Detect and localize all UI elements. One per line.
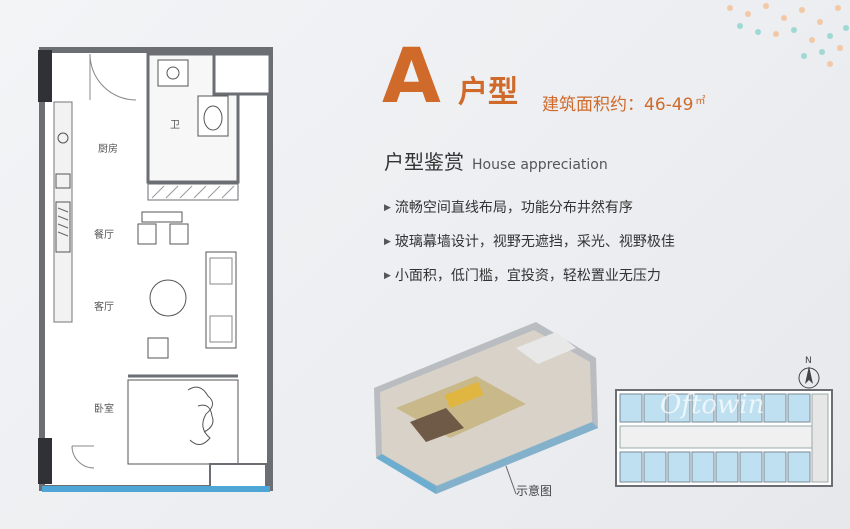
key-plan bbox=[615, 389, 833, 487]
type-letter: A bbox=[382, 31, 441, 120]
feature-item: ▶小面积，低门槛，宜投资，轻松置业无压力 bbox=[384, 266, 675, 300]
appreciation-title-cn: 户型鉴赏 bbox=[384, 150, 464, 174]
compass-label: N bbox=[805, 356, 812, 366]
feature-item: ▶玻璃幕墙设计，视野无遮挡，采光、视野极佳 bbox=[384, 232, 675, 266]
appreciation-title: 户型鉴赏 House appreciation bbox=[384, 150, 608, 177]
feature-text: 流畅空间直线布局，功能分布井然有序 bbox=[394, 200, 633, 216]
area-unit: ㎡ bbox=[695, 96, 706, 107]
bathroom-label: 卫 bbox=[170, 120, 180, 131]
feature-text: 玻璃幕墙设计，视野无遮挡，采光、视野极佳 bbox=[394, 234, 675, 250]
compass-icon: N bbox=[798, 356, 820, 389]
feature-list: ▶流畅空间直线布局，功能分布井然有序 ▶玻璃幕墙设计，视野无遮挡，采光、视野极佳… bbox=[384, 198, 675, 300]
bullet-icon: ▶ bbox=[384, 203, 391, 213]
dining-label: 餐厅 bbox=[94, 228, 114, 241]
bullet-icon: ▶ bbox=[384, 271, 391, 281]
type-word: 户型 bbox=[458, 75, 518, 110]
floor-plan: 卫 厨房 餐厅 客厅 卧室 bbox=[38, 47, 273, 492]
dot-pattern bbox=[727, 3, 849, 67]
bedroom-label: 卧室 bbox=[94, 402, 114, 415]
watermark: Oftowin bbox=[660, 390, 765, 420]
bullet-icon: ▶ bbox=[384, 237, 391, 247]
feature-item: ▶流畅空间直线布局，功能分布井然有序 bbox=[384, 198, 675, 232]
living-label: 客厅 bbox=[94, 300, 114, 313]
feature-text: 小面积，低门槛，宜投资，轻松置业无压力 bbox=[394, 268, 661, 284]
area-label: 建筑面积约：46-49 bbox=[542, 95, 694, 115]
render-caption: 示意图 bbox=[516, 484, 553, 498]
kitchen-label: 厨房 bbox=[98, 142, 118, 155]
appreciation-title-en: House appreciation bbox=[472, 157, 608, 173]
isometric-render bbox=[374, 322, 598, 495]
